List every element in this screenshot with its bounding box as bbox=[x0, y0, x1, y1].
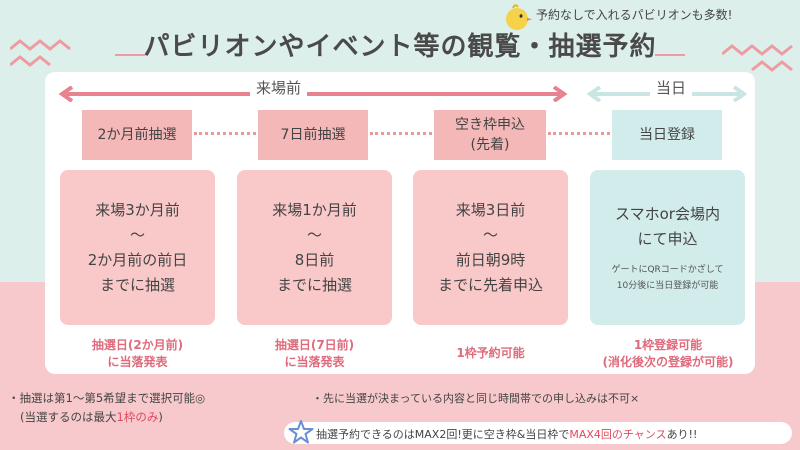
stage-same-day-registration: 当日登録 bbox=[612, 110, 722, 160]
card-line: ～ bbox=[482, 225, 498, 244]
before-visit-arrow bbox=[58, 86, 568, 102]
card-line: にて申込 bbox=[637, 229, 698, 248]
title-underline-right bbox=[655, 54, 685, 56]
phase-label-before: 来場前 bbox=[250, 77, 308, 98]
chance-summary-text: 抽選予約できるのはMAX2回!更に空き枠&当日枠でMAX4回のチャンスあり!! bbox=[316, 426, 697, 442]
dotted-connector bbox=[548, 132, 610, 135]
card-2month-lottery: 来場3か月前 ～ 2か月前の前日 までに抽選 bbox=[60, 170, 215, 325]
card-line: 前日朝9時 bbox=[455, 250, 526, 269]
card-note-line: ゲートにQRコードかざして bbox=[611, 264, 724, 275]
summary-text: 抽選予約できるのはMAX2回!更に空き枠&当日枠で bbox=[316, 428, 570, 441]
card-line: 来場3か月前 bbox=[95, 200, 180, 219]
dotted-connector bbox=[194, 132, 256, 135]
top-note: 予約なしで入れるパビリオンも多数! bbox=[536, 8, 733, 22]
dotted-connector bbox=[370, 132, 432, 135]
stage-vacancy-first-come: 空き枠申込 (先着) bbox=[434, 110, 546, 160]
result-line: 1枠予約可能 bbox=[456, 346, 525, 360]
card-line: 2か月前の前日 bbox=[87, 250, 188, 269]
card-line: までに抽選 bbox=[276, 275, 352, 294]
card-line: スマホor会場内 bbox=[615, 204, 720, 223]
card-line: 8日前 bbox=[294, 250, 335, 269]
card-line: までに先着申込 bbox=[437, 275, 543, 294]
star-icon bbox=[288, 420, 314, 444]
result-line: 1枠登録可能 bbox=[633, 338, 703, 352]
card-vacancy-first-come: 来場3日前 ～ 前日朝9時 までに先着申込 bbox=[413, 170, 568, 325]
footnote-choices: ・抽選は第1～第5希望まで選択可能◎ bbox=[8, 391, 206, 405]
card-7day-lottery: 来場1か月前 ～ 8日前 までに抽選 bbox=[237, 170, 392, 325]
footnote-time-conflict: ・先に当選が決まっている内容と同じ時間帯での申し込みは不可× bbox=[312, 392, 640, 405]
stage-2month-lottery: 2か月前抽選 bbox=[82, 110, 192, 160]
result-line: に当落発表 bbox=[107, 355, 168, 369]
footnote-text: (当選するのは最大 bbox=[20, 410, 117, 424]
title-underline-left bbox=[115, 54, 145, 56]
card-line: ～ bbox=[129, 225, 145, 244]
card-note: ゲートにQRコードかざして 10分後に当日登録が可能 bbox=[611, 262, 723, 294]
stage-label: 7日前抽選 bbox=[280, 127, 346, 143]
result-7day: 抽選日(7日前) に当落発表 bbox=[237, 337, 392, 371]
zigzag-deco-right bbox=[722, 44, 793, 72]
stage-label: 当日登録 bbox=[639, 127, 695, 143]
card-note-line: 10分後に当日登録が可能 bbox=[616, 280, 719, 291]
stage-7day-lottery: 7日前抽選 bbox=[258, 110, 368, 160]
chance-summary-banner bbox=[284, 422, 792, 444]
footnote-text: ) bbox=[158, 410, 163, 424]
stage-label: 2か月前抽選 bbox=[97, 127, 177, 143]
footnote-emphasis: 1枠のみ bbox=[116, 410, 159, 424]
result-2month: 抽選日(2か月前) に当落発表 bbox=[60, 337, 215, 371]
chick-icon bbox=[506, 4, 532, 30]
card-same-day-registration: スマホor会場内 にて申込 ゲートにQRコードかざして 10分後に当日登録が可能 bbox=[590, 170, 745, 325]
stage-sublabel: (先着) bbox=[470, 137, 510, 153]
page-title: パビリオンやイベント等の観覧・抽選予約 bbox=[143, 32, 657, 62]
phase-label-day: 当日 bbox=[650, 77, 693, 98]
card-line: までに抽選 bbox=[99, 275, 175, 294]
card-line: 来場1か月前 bbox=[272, 200, 357, 219]
zigzag-deco-left bbox=[10, 39, 71, 67]
card-line: 来場3日前 bbox=[455, 200, 526, 219]
result-line: 抽選日(2か月前) bbox=[91, 338, 184, 352]
card-line: ～ bbox=[306, 225, 322, 244]
result-line: (消化後次の登録が可能) bbox=[602, 355, 734, 369]
stage-label: 空き枠申込 bbox=[455, 117, 525, 133]
footnote-max-win: (当選するのは最大1枠のみ) bbox=[20, 409, 163, 425]
result-line: に当落発表 bbox=[284, 355, 345, 369]
result-same-day: 1枠登録可能 (消化後次の登録が可能) bbox=[582, 337, 754, 371]
result-vacancy: 1枠予約可能 bbox=[413, 345, 568, 362]
summary-text: あり!! bbox=[666, 428, 698, 441]
summary-emphasis: MAX4回のチャンス bbox=[569, 428, 667, 441]
result-line: 抽選日(7日前) bbox=[274, 338, 355, 352]
